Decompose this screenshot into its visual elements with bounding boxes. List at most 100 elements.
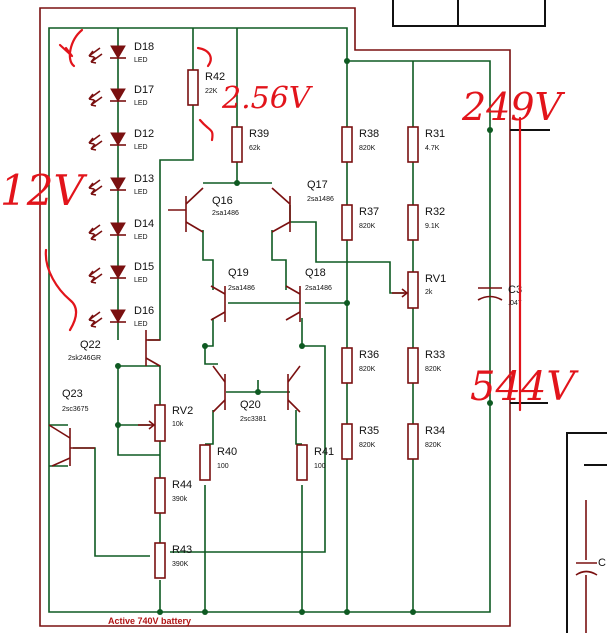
rv1-ref: RV1	[425, 273, 446, 285]
resistor-val: 820K	[359, 442, 376, 449]
resistor-r39: R39 62k	[231, 126, 269, 163]
rv2-val: 10k	[172, 421, 184, 428]
resistor-val: 820K	[359, 145, 376, 152]
resistor-ref: R41	[314, 446, 334, 458]
resistor-val: 820K	[425, 442, 442, 449]
resistor-r36: R36 820K	[341, 347, 379, 384]
led-val: LED	[134, 144, 148, 151]
resistor-ref: R33	[425, 349, 445, 361]
resistor-r35: R35 820K	[341, 423, 379, 460]
handwritten-annotations: 12V 2.56V 249V 544V	[0, 28, 579, 412]
q17-ref: Q17	[307, 179, 328, 191]
resistor-r32: R32 9.1K	[407, 204, 445, 241]
transistor-q17: Q17 2sa1486	[271, 179, 334, 233]
resistor-r34: R34 820K	[407, 423, 445, 460]
q20-val: 2sc3381	[240, 416, 267, 423]
q23-val: 2sc3675	[62, 406, 89, 413]
led-ref: D16	[134, 305, 154, 317]
resistor-ref: R42	[205, 71, 225, 83]
annotation-2-56v: 2.56V	[221, 81, 314, 116]
q19-val: 2sa1486	[228, 285, 255, 292]
q22-ref: Q22	[80, 339, 101, 351]
q18-ref: Q18	[305, 267, 326, 279]
resistor-val: 4.7K	[425, 145, 440, 152]
resistor-r44: R44 390k	[154, 477, 192, 514]
q16-val: 2sa1486	[212, 210, 239, 217]
resistor-ref: R44	[172, 479, 192, 491]
resistor-val: 100	[314, 463, 326, 470]
resistor-r43: R43 390K	[154, 542, 192, 579]
battery-box-label: Active 740V battery	[108, 616, 191, 626]
resistor-val: 820K	[359, 366, 376, 373]
resistor-val: 9.1K	[425, 223, 440, 230]
led-val: LED	[134, 189, 148, 196]
resistor-ref: R37	[359, 206, 379, 218]
q19-ref: Q19	[228, 267, 249, 279]
annotation-12v: 12V	[0, 166, 87, 215]
led-string: D18LEDD17LEDD12LEDD13LEDD14LEDD15LEDD16L…	[88, 41, 154, 328]
led-ref: D15	[134, 261, 154, 273]
transistor-q20: Q20 2sc3381	[212, 365, 301, 423]
top-right-wiring	[392, 0, 607, 633]
rv2-ref: RV2	[172, 405, 193, 417]
resistor-ref: R39	[249, 128, 269, 140]
transistor-q16: Q16 2sa1486	[168, 187, 239, 233]
q20-ref: Q20	[240, 399, 261, 411]
led-val: LED	[134, 321, 148, 328]
rv1-val: 2k	[425, 289, 433, 296]
resistor-val: 100	[217, 463, 229, 470]
led-val: LED	[134, 100, 148, 107]
transistor-q22: Q22 2sk246GR	[68, 330, 161, 367]
capacitor-partial: C	[575, 500, 606, 633]
resistor-r37: R37 820K	[341, 204, 379, 241]
resistor-r33: R33 820K	[407, 347, 445, 384]
led-ref: D13	[134, 173, 154, 185]
resistor-ref: R34	[425, 425, 445, 437]
resistor-val: 820K	[359, 223, 376, 230]
annotation-249v: 249V	[461, 85, 566, 129]
led-val: LED	[134, 234, 148, 241]
led-ref: D18	[134, 41, 154, 53]
c3-val: .047	[508, 300, 522, 307]
led-val: LED	[134, 57, 148, 64]
resistor-ref: R31	[425, 128, 445, 140]
resistor-val: 390k	[172, 496, 188, 503]
c3-ref: C3	[508, 284, 522, 296]
resistor-ref: R43	[172, 544, 192, 556]
q16-ref: Q16	[212, 195, 233, 207]
resistor-val: 390K	[172, 561, 189, 568]
q23-ref: Q23	[62, 388, 83, 400]
capacitor-partial-ref: C	[598, 557, 606, 569]
resistor-r38: R38 820K	[341, 126, 379, 163]
battery-box-outline	[39, 7, 511, 627]
resistor-ref: R40	[217, 446, 237, 458]
transistor-q23: Q23 2sc3675	[48, 388, 95, 467]
resistor-ref: R35	[359, 425, 379, 437]
resistor-val: 62k	[249, 145, 261, 152]
resistor-val: 820K	[425, 366, 442, 373]
resistor-ref: R36	[359, 349, 379, 361]
resistor-r40: R40 100	[199, 444, 237, 481]
resistor-ref: R38	[359, 128, 379, 140]
q22-val: 2sk246GR	[68, 355, 101, 362]
resistor-ref: R32	[425, 206, 445, 218]
led-ref: D14	[134, 218, 154, 230]
junctions	[115, 58, 493, 615]
annotation-544v: 544V	[470, 364, 579, 410]
resistor-r41: R41 100	[296, 444, 334, 481]
capacitor-c3: C3 .047	[477, 284, 522, 307]
transistor-q19: Q19 2sa1486	[210, 267, 255, 322]
led-ref: D17	[134, 84, 154, 96]
q18-val: 2sa1486	[305, 285, 332, 292]
transistor-q18: Q18 2sa1486	[285, 267, 332, 322]
